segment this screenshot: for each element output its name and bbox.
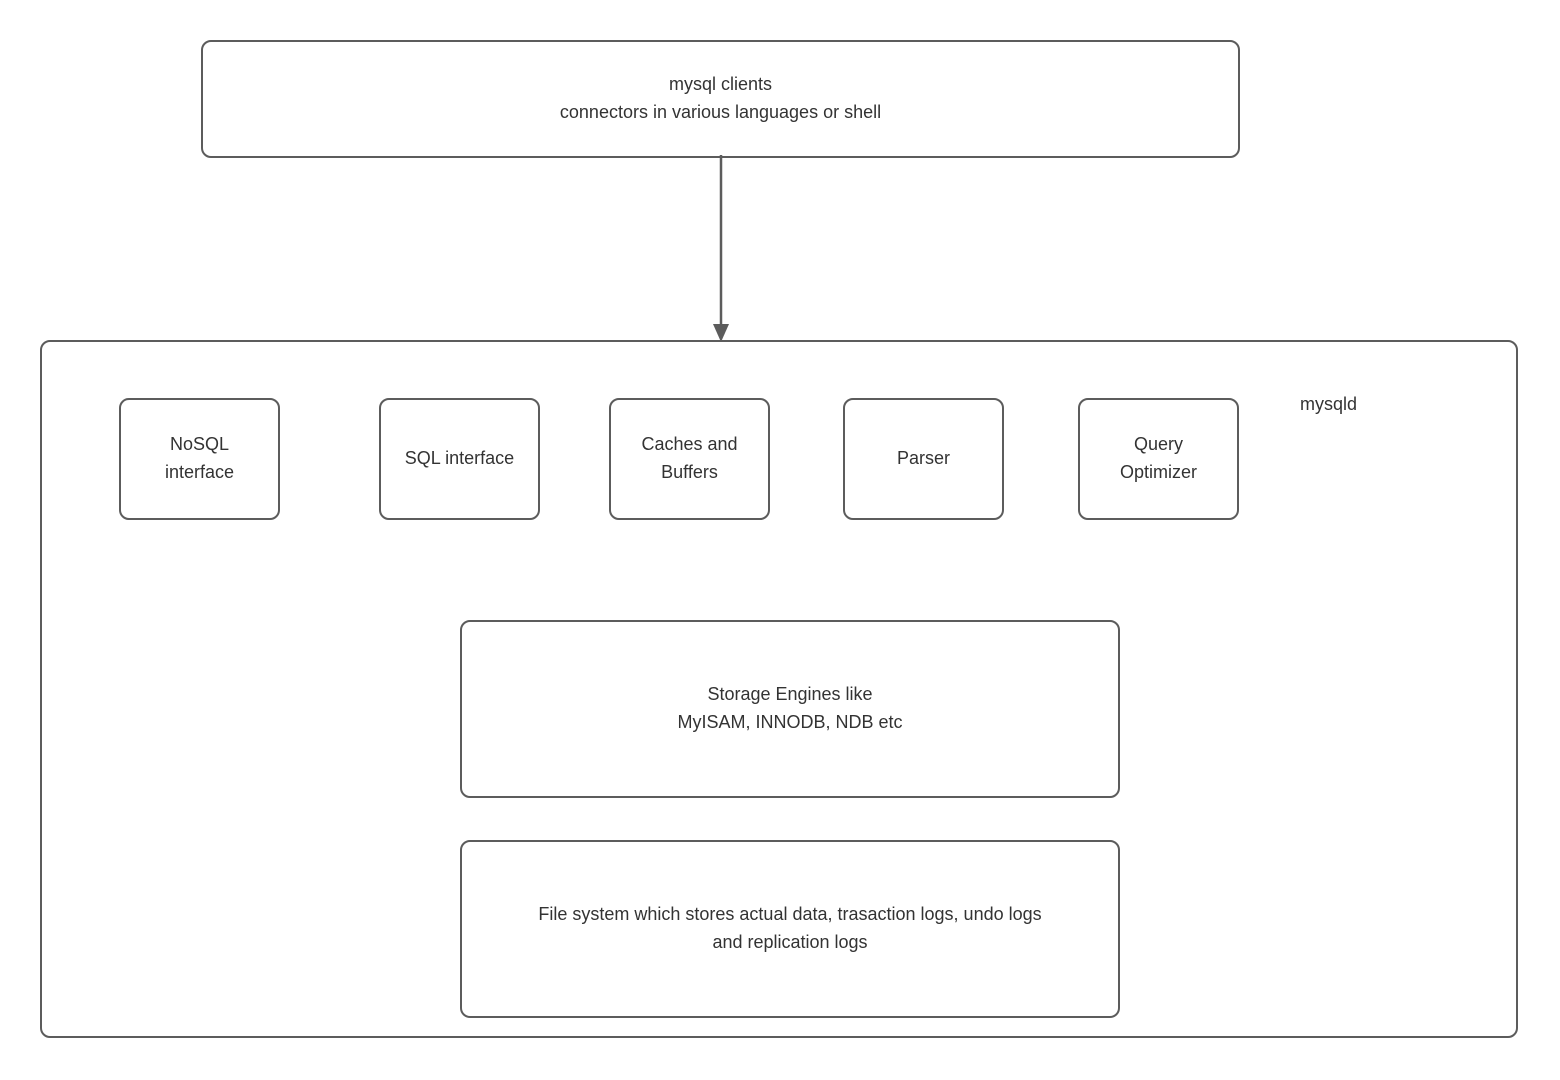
parser-label: Parser <box>896 448 950 469</box>
storage-engines-box[interactable]: Storage Engines like MyISAM, INNODB, NDB… <box>460 620 1120 798</box>
nosql-interface-box[interactable]: NoSQL interface <box>119 398 280 520</box>
mysqld-label: mysqld <box>1300 394 1358 414</box>
arrowhead-icon <box>713 324 729 342</box>
query-optimizer-box[interactable]: Query Optimizer <box>1078 398 1239 520</box>
caches-and-buffers-label: Caches and Buffers <box>641 434 738 482</box>
nosql-interface-label: NoSQL interface <box>164 434 235 482</box>
sql-interface-label: SQL interface <box>404 448 515 469</box>
parser-box[interactable]: Parser <box>843 398 1004 520</box>
clients-to-mysqld-arrow <box>713 155 729 342</box>
file-system-box[interactable]: File system which stores actual data, tr… <box>460 840 1120 1018</box>
mysql-clients-box[interactable]: mysql clients connectors in various lang… <box>201 40 1240 158</box>
file-system-label: File system which stores actual data, tr… <box>538 904 1042 952</box>
storage-engines-label: Storage Engines like MyISAM, INNODB, NDB… <box>677 684 903 732</box>
mysql-clients-label: mysql clients connectors in various lang… <box>559 74 882 122</box>
caches-and-buffers-box[interactable]: Caches and Buffers <box>609 398 770 520</box>
sql-interface-box[interactable]: SQL interface <box>379 398 540 520</box>
query-optimizer-label: Query Optimizer <box>1119 434 1197 482</box>
